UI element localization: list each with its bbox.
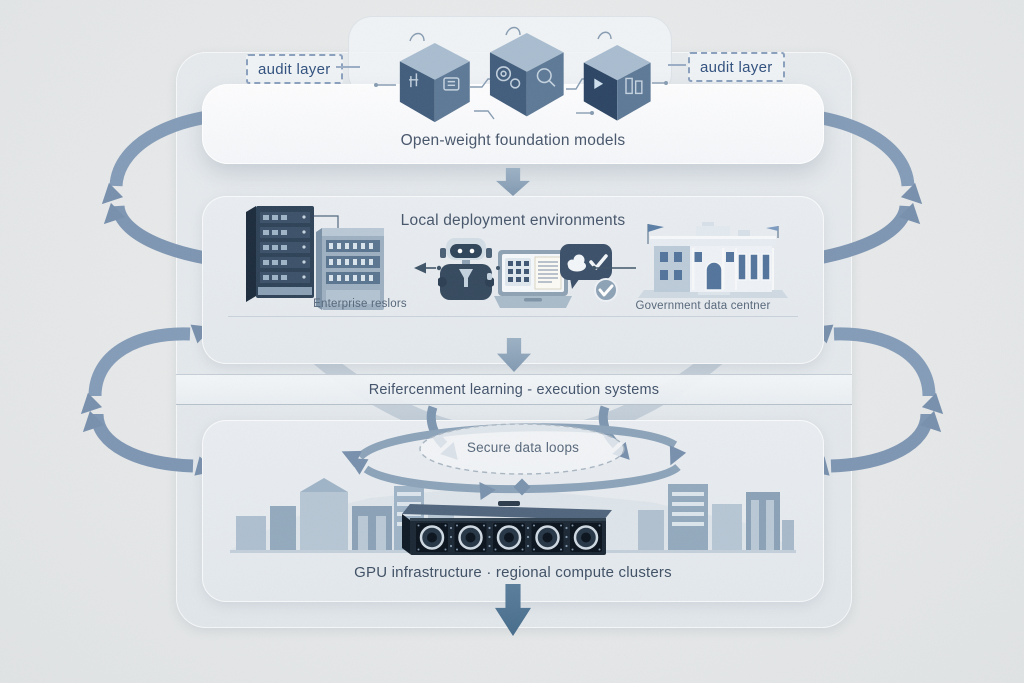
secure-loops-label: Secure data loops: [466, 440, 580, 455]
check-badge-icon: [594, 278, 618, 302]
audit-connector-right: [668, 64, 686, 66]
laptop-icon: [494, 250, 572, 308]
middle-section-title: Local deployment environments: [400, 212, 626, 229]
audit-layer-text-right: audit layer: [700, 58, 773, 76]
gpu-rack-icon: [402, 501, 612, 555]
enterprise-servers-label: Enterprise reslors: [313, 298, 407, 310]
government-datacenter-label: Government data centner: [635, 300, 771, 312]
floor-line: [228, 316, 798, 317]
open-weight-models-card: Open-weight foundation models: [202, 84, 824, 164]
local-deployment-panel: Local deployment environments: [202, 196, 824, 364]
bottom-section-title: GPU infrastructure · regional compute cl…: [354, 564, 672, 581]
government-building-icon: [638, 222, 788, 298]
cloud-approval-icon: [560, 244, 618, 302]
city-skyline-icon: [230, 478, 796, 553]
audit-layer-label-left: audit layer: [246, 54, 343, 84]
reinforcement-band: Reifercenment learning - execution syste…: [176, 374, 852, 405]
audit-layer-label-right: audit layer: [688, 52, 785, 82]
robot-agent-icon: [438, 238, 494, 300]
flow-arrow-down-top-to-middle: [496, 168, 530, 196]
top-section-title: Open-weight foundation models: [400, 132, 626, 149]
audit-layer-text-left: audit layer: [258, 60, 331, 78]
reinforcement-band-label: Reifercenment learning - execution syste…: [368, 381, 660, 398]
